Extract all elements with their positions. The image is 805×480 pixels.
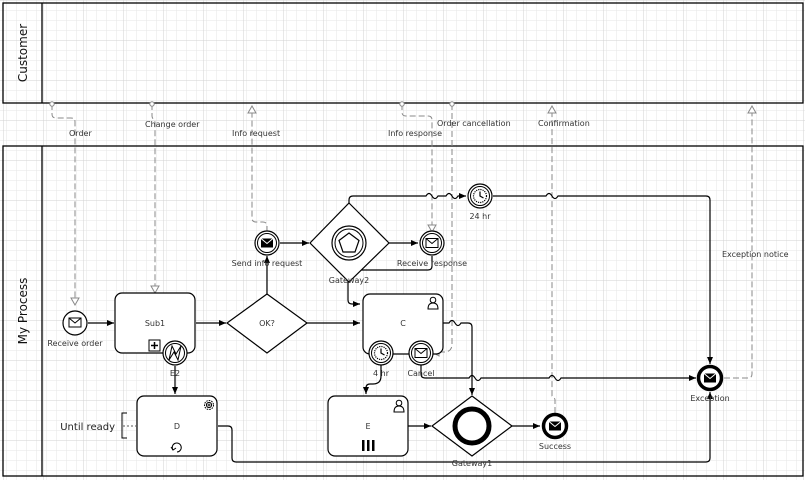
subprocess-sub1[interactable]: Sub1	[114, 292, 196, 354]
flow-cancel-to-exception	[420, 365, 696, 382]
flow-24hr-to-exception	[493, 192, 713, 364]
pool-label-customer: Customer	[16, 24, 30, 82]
message-flow-label-info-request: Info request	[232, 129, 280, 138]
gateway-gateway1[interactable]: Gateway1	[431, 395, 513, 468]
gear-icon	[204, 400, 214, 410]
message-flow-confirmation[interactable]: Confirmation	[538, 104, 590, 413]
event-e2-boundary-error[interactable]: E2	[162, 340, 188, 378]
event-receive-order[interactable]: Receive order	[47, 310, 103, 348]
task-label-d: D	[174, 422, 180, 431]
flow-gateway2-to-24hr	[348, 192, 466, 213]
event-label-success: Success	[539, 442, 571, 451]
message-flow-order-cancellation[interactable]: Order cancellation	[430, 101, 511, 357]
expand-marker-icon[interactable]	[148, 339, 161, 352]
envelope-icon	[414, 348, 428, 358]
event-timer-4hr-boundary[interactable]: 4 hr	[368, 340, 394, 378]
event-label-send-info-request: Send info request	[232, 259, 303, 268]
annotation-until-ready[interactable]: Until ready	[60, 412, 136, 439]
pool-label-my-process: My Process	[16, 278, 30, 345]
user-icon	[393, 399, 405, 413]
task-label-e: E	[365, 422, 370, 431]
event-timer-24hr[interactable]: 24 hr	[467, 183, 493, 221]
task-d[interactable]: D	[136, 395, 218, 457]
task-label-sub1: Sub1	[145, 319, 165, 328]
gateway-gateway2[interactable]: Gateway2	[309, 202, 390, 285]
message-flow-info-request[interactable]: Info request	[232, 104, 280, 232]
user-icon	[427, 296, 439, 310]
annotation-text-until-ready: Until ready	[60, 422, 115, 433]
envelope-icon	[425, 238, 439, 248]
task-e[interactable]: E	[327, 395, 409, 457]
event-label-24hr: 24 hr	[469, 212, 491, 221]
message-flow-change-order[interactable]: Change order	[145, 101, 200, 295]
message-flow-label-exception-notice: Exception notice	[722, 250, 789, 259]
message-flow-label-confirmation: Confirmation	[538, 119, 590, 128]
flow-4hr-to-e	[363, 365, 382, 394]
event-label-cancel: Cancel	[407, 369, 434, 378]
event-cancel-boundary-message[interactable]: Cancel	[407, 340, 435, 378]
gateway-label-gateway2: Gateway2	[329, 276, 369, 285]
message-flow-label-order: Order	[69, 129, 92, 138]
envelope-icon	[68, 317, 82, 328]
pentagon-icon	[338, 232, 360, 253]
envelope-filled-icon	[703, 373, 717, 383]
loop-icon	[170, 442, 182, 453]
event-label-receive-response: Receive response	[397, 259, 467, 268]
message-flow-label-order-cancellation: Order cancellation	[437, 119, 511, 128]
message-flow-order[interactable]: Order	[49, 101, 92, 307]
parallel-multi-instance-icon	[362, 440, 375, 451]
gateway-ok[interactable]: OK?	[225, 293, 309, 354]
event-label-e2: E2	[170, 369, 180, 378]
clock-icon	[373, 345, 389, 361]
task-label-c: C	[400, 319, 406, 328]
event-label-exception: Exception	[690, 394, 729, 403]
event-send-info-request[interactable]: Send info request	[232, 230, 303, 268]
message-flow-label-change-order: Change order	[145, 120, 200, 129]
flow-c-to-gateway1	[443, 319, 475, 395]
error-icon	[168, 344, 182, 362]
event-receive-response[interactable]: Receive response	[397, 230, 467, 268]
event-success[interactable]: Success	[539, 412, 571, 452]
envelope-filled-icon	[548, 421, 562, 431]
gateway-label-ok: OK?	[259, 319, 275, 328]
event-label-4hr: 4 hr	[373, 369, 390, 378]
event-exception[interactable]: Exception	[690, 364, 730, 404]
flow-d-to-exception	[218, 392, 713, 463]
message-flow-label-info-response: Info response	[388, 129, 442, 138]
event-label-receive-order: Receive order	[47, 339, 103, 348]
task-c[interactable]: C	[362, 293, 444, 355]
message-flow-exception-notice[interactable]: Exception notice	[722, 104, 789, 379]
clock-icon	[472, 188, 488, 204]
inclusive-circle-icon	[452, 406, 492, 446]
gateway-label-gateway1: Gateway1	[452, 459, 492, 468]
envelope-filled-icon	[260, 238, 274, 248]
